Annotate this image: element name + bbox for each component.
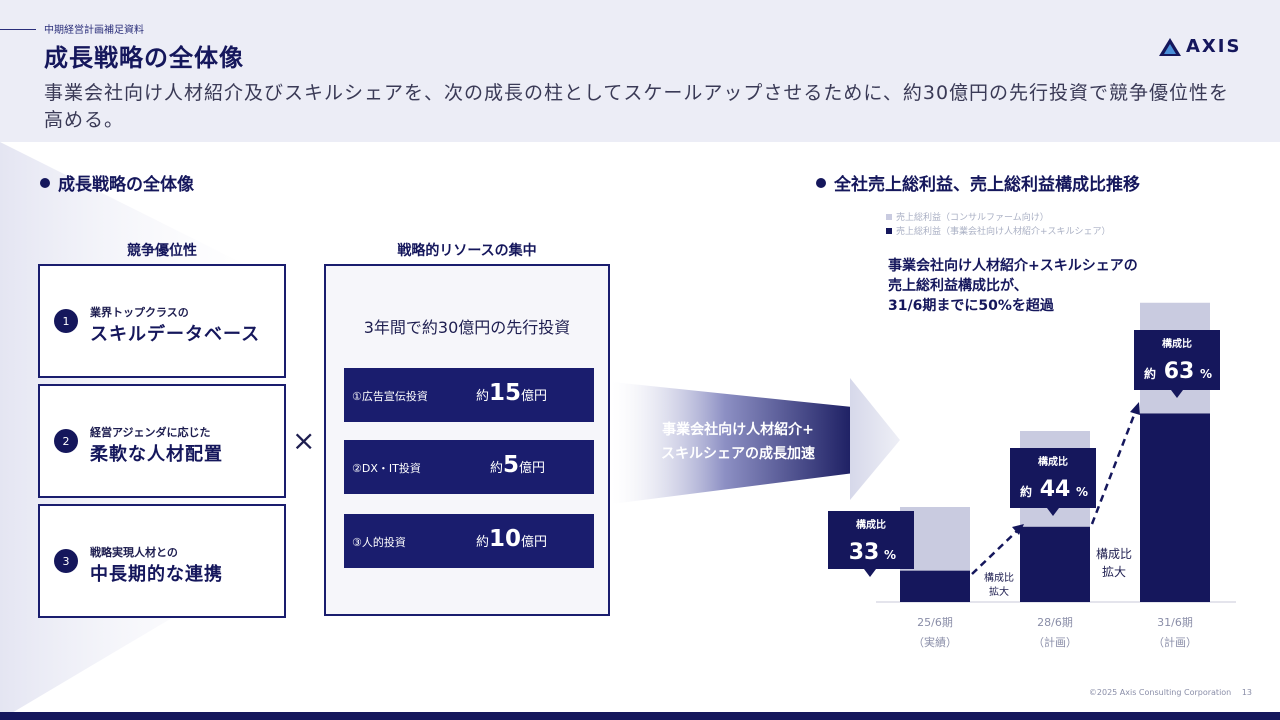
x-tick-sublabel: （計画） — [1153, 635, 1197, 649]
left-section-title: 成長戦略の全体像 — [40, 170, 194, 195]
investment-amount: 15 — [489, 380, 522, 406]
advantage-header: 競争優位性 — [127, 243, 197, 259]
legend-label: 売上総利益（コンサルファーム向け） — [896, 213, 1049, 223]
resource-box: 3年間で約30億円の先行投資 ①広告宣伝投資 約15億円 ②DX・IT投資 約5… — [324, 264, 610, 616]
advantage-subtitle: 戦略実現人材との — [90, 546, 178, 559]
investment-prefix: 約 — [490, 461, 504, 476]
bar-segment-consulting — [1020, 431, 1090, 527]
investment-amount: 10 — [489, 526, 522, 552]
growth-arrow-line2: スキルシェアの成長加速 — [661, 446, 815, 462]
resource-header: 戦略的リソースの集中 — [397, 243, 537, 259]
legend-item-consulting: 売上総利益（コンサルファーム向け） — [886, 210, 1049, 223]
callout-line: 売上総利益構成比が、 — [888, 278, 1028, 294]
header-band: 中期経営計画補足資料 成長戦略の全体像 事業会社向け人材紹介及びスキルシェアを、… — [0, 0, 1280, 142]
footer-bar — [0, 712, 1280, 720]
legend-swatch — [886, 227, 892, 234]
advantage-card-3: 3 戦略実現人材との 中長期的な連携 — [38, 504, 286, 618]
share-label-prefix: 約 — [1020, 484, 1032, 499]
investment-label: ①広告宣伝投資 — [352, 390, 428, 403]
share-label-value: 63 — [1164, 359, 1195, 384]
axis-mountain-icon — [1159, 37, 1181, 56]
expand-label: 拡大 — [989, 585, 1009, 598]
share-label-pointer — [1171, 390, 1183, 398]
header-rule — [0, 29, 36, 30]
left-section-title-text: 成長戦略の全体像 — [58, 175, 194, 195]
investment-prefix: 約 — [476, 535, 490, 550]
investment-unit: 億円 — [521, 535, 548, 550]
investment-item-2: ②DX・IT投資 約5億円 — [344, 440, 594, 494]
investment-item-1: ①広告宣伝投資 約15億円 — [344, 368, 594, 422]
growth-arrow-line1: 事業会社向け人材紹介+ — [662, 422, 814, 438]
investment-unit: 億円 — [521, 389, 548, 404]
legend-label: 売上総利益（事業会社向け人材紹介+スキルシェア） — [896, 227, 1111, 237]
investment-value: 約15億円 — [476, 380, 547, 406]
investment-item-3: ③人的投資 約10億円 — [344, 514, 594, 568]
expand-label: 構成比 — [1096, 547, 1132, 561]
callout-line: 31/6期までに50%を超過 — [888, 298, 1054, 314]
page-number: 13 — [1241, 688, 1252, 697]
expand-label: 拡大 — [1102, 565, 1126, 579]
growth-arrowhead-2 — [1130, 402, 1140, 415]
share-label-value: 44 — [1040, 477, 1071, 502]
legend-swatch — [886, 213, 892, 220]
x-tick-label: 31/6期 — [1157, 616, 1193, 629]
x-tick-label: 28/6期 — [1037, 616, 1073, 629]
investment-amount: 5 — [503, 452, 520, 478]
company-logo: AXIS — [1158, 36, 1241, 57]
lead-text: 事業会社向け人材紹介及びスキルシェアを、次の成長の柱としてスケールアップさせるた… — [44, 82, 1230, 131]
resource-title: 3年間で約30億円の先行投資 — [363, 318, 571, 337]
investment-label: ②DX・IT投資 — [352, 462, 421, 475]
growth-arrowhead-1 — [1012, 524, 1024, 535]
callout-line: 事業会社向け人材紹介+スキルシェアの — [888, 258, 1138, 274]
growth-arrow-text: 事業会社向け人材紹介+ スキルシェアの成長加速 — [628, 418, 848, 466]
bullet-dot — [816, 177, 826, 188]
copyright-text: ©2025 Axis Consulting Corporation — [1088, 688, 1232, 697]
right-section-title: 全社売上総利益、売上総利益構成比推移 — [816, 170, 1140, 195]
multiply-symbol: × — [292, 424, 316, 457]
advantage-number: 2 — [54, 429, 78, 453]
share-label-unit: % — [1200, 367, 1212, 381]
logo-text: AXIS — [1186, 36, 1242, 57]
advantage-title: 中長期的な連携 — [90, 564, 223, 585]
investment-unit: 億円 — [519, 461, 546, 476]
share-label-pointer — [1047, 508, 1059, 516]
investment-prefix: 約 — [476, 389, 490, 404]
investment-label: ③人的投資 — [352, 536, 406, 549]
share-label-prefix: 約 — [1144, 366, 1156, 381]
footer-copyright: ©2025 Axis Consulting Corporation 13 — [1089, 688, 1252, 697]
chart-callout: 事業会社向け人材紹介+スキルシェアの 売上総利益構成比が、 31/6期までに50… — [888, 256, 1138, 316]
growth-dash-2 — [1090, 409, 1138, 525]
expand-label: 構成比 — [984, 571, 1014, 584]
share-label-box — [1134, 330, 1220, 390]
x-tick-sublabel: （計画） — [1033, 635, 1077, 649]
advantage-number: 1 — [54, 309, 78, 333]
advantage-title: スキルデータベース — [90, 324, 261, 345]
advantage-card-2: 2 経営アジェンダに応じた 柔軟な人材配置 — [38, 384, 286, 498]
growth-dash-1 — [971, 529, 1019, 575]
right-section-title-text: 全社売上総利益、売上総利益構成比推移 — [834, 175, 1140, 195]
investment-value: 約10億円 — [476, 526, 547, 552]
bar-segment-business — [1020, 526, 1090, 602]
legend-item-business: 売上総利益（事業会社向け人材紹介+スキルシェア） — [886, 224, 1111, 237]
bullet-dot — [40, 177, 50, 188]
advantage-card-1: 1 業界トップクラスの スキルデータベース — [38, 264, 286, 378]
bar-segment-business — [1140, 413, 1210, 602]
x-tick-label: 25/6期 — [917, 616, 953, 629]
bar-segment-consulting — [1140, 302, 1210, 414]
share-label-title: 構成比 — [1162, 337, 1192, 350]
page-title: 成長戦略の全体像 — [44, 44, 244, 72]
advantage-title: 柔軟な人材配置 — [90, 444, 223, 465]
share-label-title: 構成比 — [1038, 455, 1068, 468]
investment-value: 約5億円 — [490, 452, 545, 478]
advantage-number: 3 — [54, 549, 78, 573]
share-label-unit: % — [1076, 485, 1088, 499]
advantage-subtitle: 業界トップクラスの — [90, 306, 189, 319]
advantage-subtitle: 経営アジェンダに応じた — [90, 426, 211, 439]
doc-label: 中期経営計画補足資料 — [44, 25, 144, 36]
share-label-box — [1010, 448, 1096, 508]
